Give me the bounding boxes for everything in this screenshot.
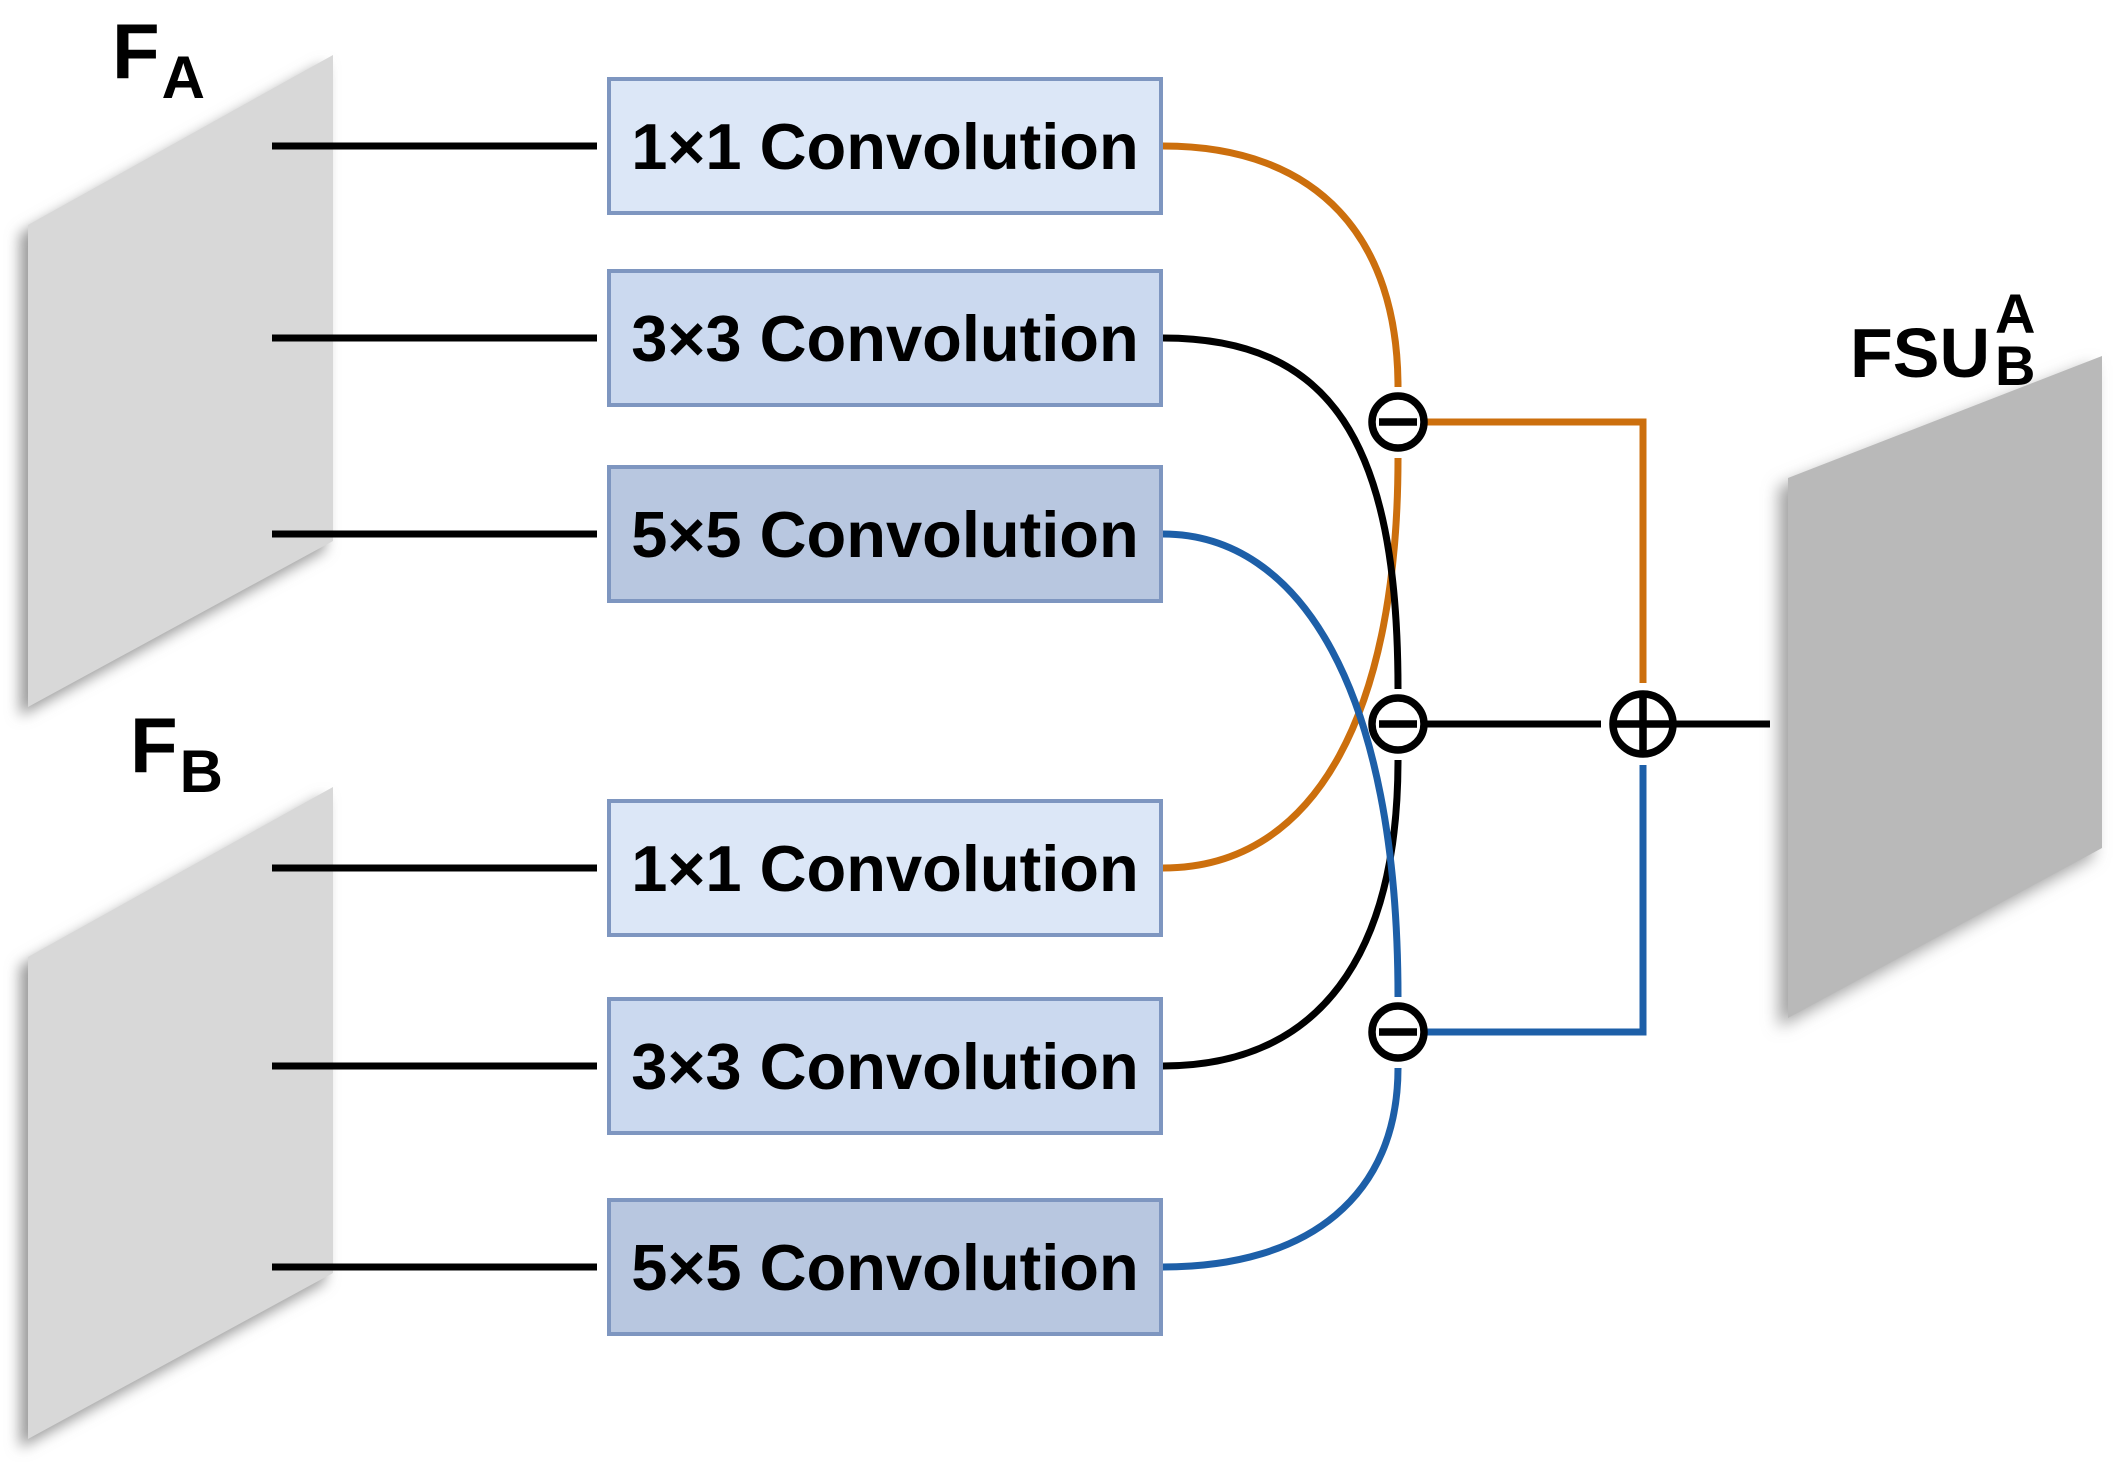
input-b-label: F B <box>130 706 223 802</box>
conv-box-b-1x1: 1×1 Convolution <box>607 799 1163 937</box>
curve-conv1x1-a-to-subtract1 <box>1162 142 1402 388</box>
input-a-label-subscript: A <box>161 44 205 111</box>
curve-conv3x3-b-to-subtract2 <box>1162 759 1402 1070</box>
input-a-label-base: F <box>112 7 160 95</box>
conv-box-a-3x3-label: 3×3 Convolution <box>631 301 1139 375</box>
conv-box-a-1x1-label: 1×1 Convolution <box>631 109 1139 183</box>
input-feature-map-a <box>28 55 335 709</box>
curve-conv5x5-a-to-subtract3 <box>1162 530 1402 998</box>
output-feature-map-surface <box>1788 356 2102 1018</box>
conv-box-b-5x5: 5×5 Convolution <box>607 1198 1163 1336</box>
curve-conv3x3-a-to-subtract2 <box>1162 334 1402 690</box>
curve-conv5x5-b-to-subtract3 <box>1162 1067 1402 1271</box>
connector-subtract3-to-add <box>1427 765 1647 1036</box>
input-feature-map-b-surface <box>28 787 333 1439</box>
output-label-scripts: A B <box>1995 282 2036 397</box>
input-feature-map-a-surface <box>28 55 333 707</box>
input-b-label-base: F <box>130 701 178 789</box>
input-feature-map-b <box>28 787 335 1441</box>
output-feature-map <box>1788 356 2104 1020</box>
subtract-node-1x1-circle <box>1368 392 1428 452</box>
subtract-node-3x3 <box>1368 694 1428 754</box>
conv-box-a-3x3: 3×3 Convolution <box>607 269 1163 407</box>
input-b-label-subscript: B <box>179 738 223 805</box>
output-label-subscript: B <box>1995 333 2036 397</box>
add-node <box>1609 690 1677 758</box>
subtract-node-1x1 <box>1368 392 1428 452</box>
add-node-circle <box>1609 690 1677 758</box>
conv-box-a-5x5: 5×5 Convolution <box>607 465 1163 603</box>
input-a-label: F A <box>112 12 205 108</box>
subtract-node-3x3-circle <box>1368 694 1428 754</box>
output-label-base: FSU <box>1850 314 1990 392</box>
connector-subtract1-to-add <box>1427 418 1647 683</box>
conv-box-b-5x5-label: 5×5 Convolution <box>631 1230 1139 1304</box>
conv-box-a-1x1: 1×1 Convolution <box>607 77 1163 215</box>
conv-box-a-5x5-label: 5×5 Convolution <box>631 497 1139 571</box>
subtract-node-5x5-circle <box>1368 1002 1428 1062</box>
conv-box-b-1x1-label: 1×1 Convolution <box>631 831 1139 905</box>
output-label-superscript: A <box>1995 282 2036 345</box>
curve-conv1x1-b-to-subtract1 <box>1162 457 1402 872</box>
output-label: FSU A B <box>1850 286 2035 393</box>
conv-box-b-3x3: 3×3 Convolution <box>607 997 1163 1135</box>
subtract-node-5x5 <box>1368 1002 1428 1062</box>
conv-box-b-3x3-label: 3×3 Convolution <box>631 1029 1139 1103</box>
